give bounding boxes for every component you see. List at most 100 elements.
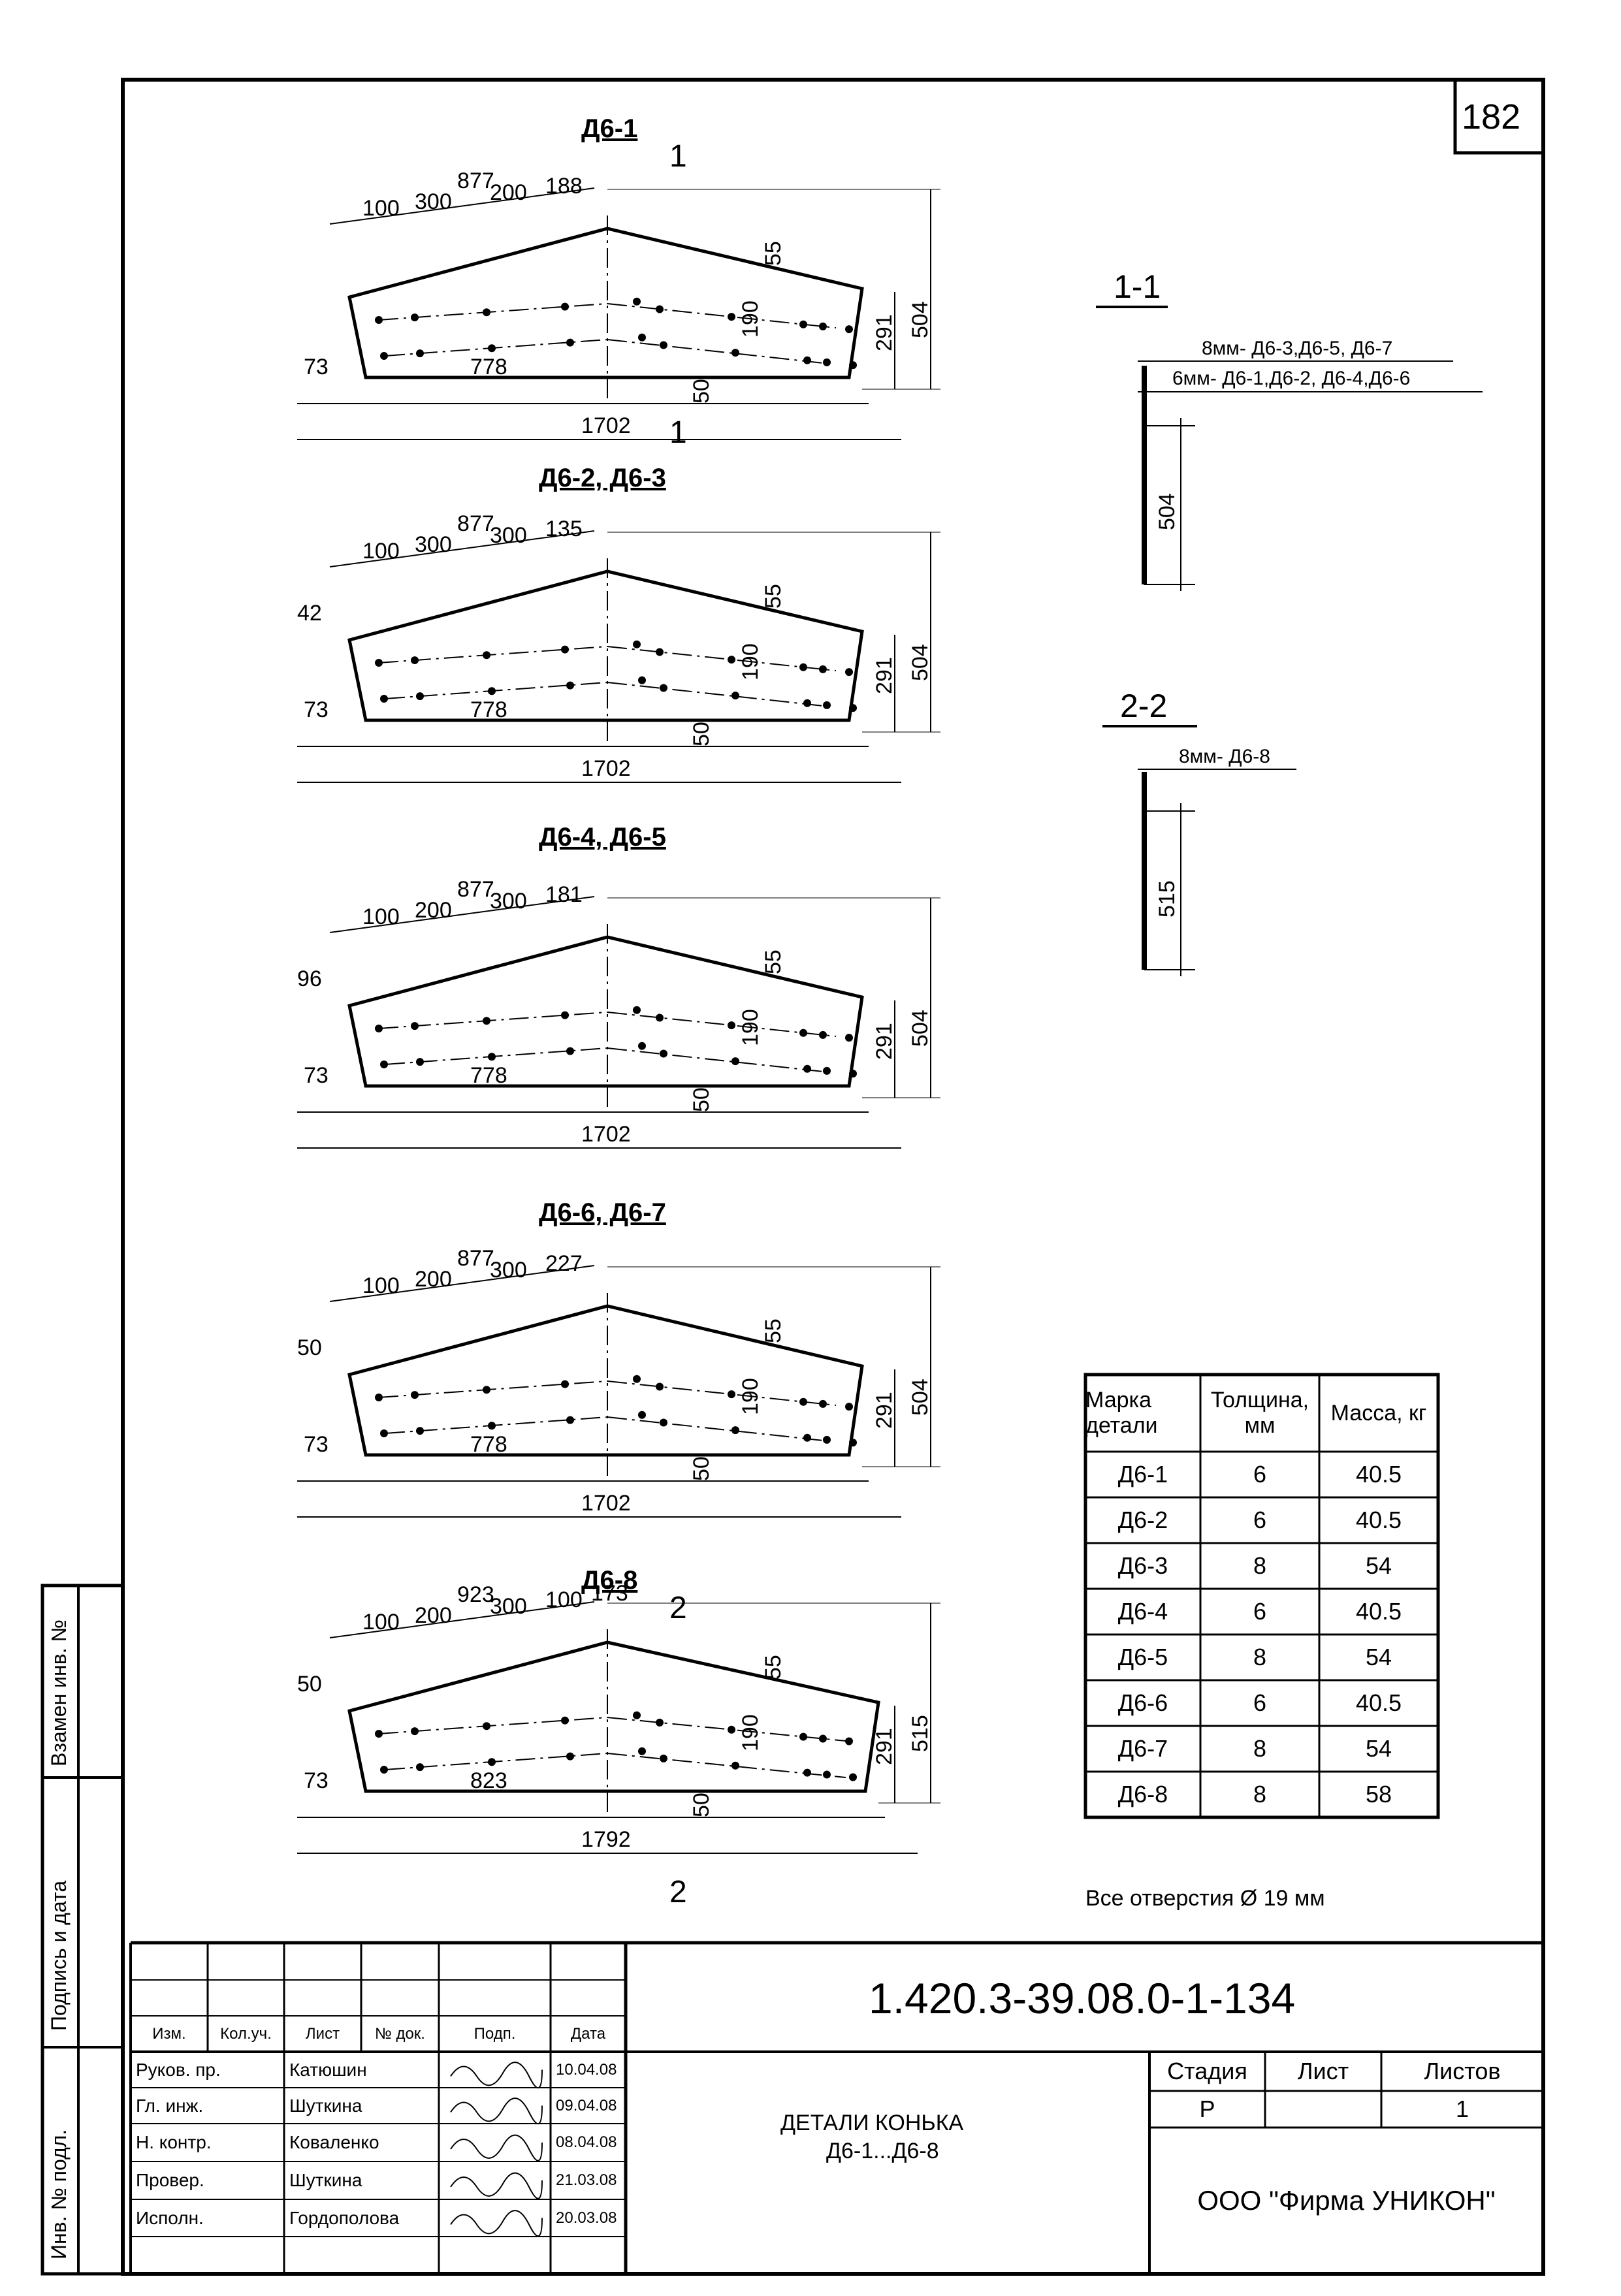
hole-mark [411, 656, 419, 665]
spec-cell-mark: Д6-5 [1117, 1644, 1168, 1670]
dim-bottom: 778 [470, 697, 507, 722]
plate-outline [347, 1304, 864, 1457]
col-header-count: Кол.уч. [220, 2024, 272, 2043]
dim-d: 135 [545, 517, 583, 541]
hole-mark [638, 1747, 646, 1755]
dim-e: 173 [591, 1581, 628, 1606]
sheet-frame [121, 78, 1545, 2276]
signature-scribble [450, 2134, 543, 2161]
drawing-title-1: Д6-1 [581, 114, 638, 143]
hole-mark [660, 1754, 667, 1762]
hole-mark [819, 665, 827, 673]
side-stamp-inventory: Инв. № подл. [47, 2129, 71, 2259]
section-1-1-title: 1-1 [1114, 268, 1161, 305]
staff-role: Н. контр. [136, 2132, 212, 2152]
spec-header-thickness: Толщина, мм [1210, 1388, 1309, 1438]
hole-mark [483, 1386, 490, 1394]
section-mark-1-top: 1 [669, 139, 687, 174]
dim-left-offset: 42 [297, 601, 322, 626]
dim-d: 181 [545, 882, 583, 907]
col-header-signature: Подп. [473, 2024, 516, 2043]
dim-height: 515 [908, 1715, 933, 1752]
hole-mark [819, 1399, 827, 1408]
dim-mid: 190 [738, 1009, 763, 1046]
dim-right-height: 291 [872, 314, 897, 351]
hole-mark [656, 1382, 664, 1391]
dim-a: 100 [362, 904, 400, 929]
hole-mark [819, 1030, 827, 1039]
dim-line-top [329, 187, 595, 225]
spec-cell-thickness: 6 [1253, 1507, 1267, 1533]
dim-c: 300 [490, 1258, 527, 1283]
hole-mark [483, 651, 490, 660]
dim-base: 50 [689, 379, 714, 404]
spec-cell-mass: 54 [1365, 1735, 1392, 1762]
staff-role: Провер. [136, 2170, 204, 2190]
dim-b: 200 [415, 1267, 452, 1292]
hole-mark [823, 1066, 831, 1075]
hole-line-upper-right [607, 646, 837, 671]
dim-total: 1702 [581, 1491, 631, 1516]
staff-name: Шуткина [289, 2095, 362, 2116]
hole-mark [823, 358, 831, 366]
spec-cell-mark: Д6-8 [1117, 1781, 1168, 1808]
spec-cell-mass: 40.5 [1355, 1689, 1402, 1716]
hole-mark [660, 1049, 667, 1058]
hole-mark [561, 1011, 569, 1019]
company-name: ООО "Фирма УНИКОН" [1197, 2185, 1496, 2216]
dim-mid: 190 [738, 643, 763, 680]
spec-cell-mass: 40.5 [1355, 1598, 1402, 1625]
hole-mark [849, 1773, 857, 1781]
col-header-date: Дата [570, 2024, 606, 2043]
section-1-1-height: 504 [1155, 493, 1180, 530]
dim-height: 504 [908, 1379, 933, 1416]
hole-mark [823, 1435, 831, 1444]
hole-mark [845, 325, 853, 334]
signature-scribble [450, 2172, 543, 2199]
hole-mark [566, 1752, 574, 1761]
hole-mark [488, 687, 496, 695]
dim-left-offset: 96 [297, 966, 322, 991]
spec-cell-mark: Д6-1 [1117, 1461, 1168, 1488]
hole-mark [375, 1730, 383, 1738]
hole-mark [633, 297, 641, 306]
hole-mark [561, 1380, 569, 1388]
hole-mark [803, 1064, 811, 1073]
hole-mark [799, 1732, 807, 1741]
hole-mark [561, 645, 569, 654]
drawing-title-2: Д6-2, Д6-3 [539, 464, 666, 492]
dim-c: 200 [490, 180, 527, 205]
section-2-2 [1102, 725, 1296, 976]
dim-edge: 55 [761, 949, 786, 974]
section-1-1-note1: 8мм- Д6-3,Д6-5, Д6-7 [1202, 338, 1393, 359]
hole-mark [633, 640, 641, 648]
hole-mark [638, 1411, 646, 1419]
spec-cell-mark: Д6-2 [1117, 1507, 1168, 1533]
hole-mark [416, 1427, 424, 1435]
hole-mark [633, 1006, 641, 1014]
hole-mark [731, 1426, 739, 1435]
hole-mark [561, 1716, 569, 1725]
hole-line-upper-right [607, 1012, 837, 1037]
spec-cell-thickness: 8 [1253, 1735, 1267, 1762]
hole-mark [660, 1418, 667, 1427]
hole-mark [638, 333, 646, 342]
hole-mark [416, 349, 424, 358]
dim-d: 188 [545, 174, 583, 199]
sheet-value [1265, 2091, 1381, 2128]
staff-name: Гордополова [289, 2207, 400, 2228]
hole-mark [803, 1768, 811, 1777]
drawing-title-line2: Д6-1...Д6-8 [826, 2139, 939, 2163]
hole-mark [566, 1416, 574, 1424]
section-2-2-title: 2-2 [1120, 688, 1168, 724]
dim-b: 200 [415, 898, 452, 923]
hole-mark [660, 684, 667, 692]
dim-bottom: 778 [470, 1063, 507, 1088]
sheets-value: 1 [1455, 2096, 1469, 2122]
hole-line-upper-right [607, 303, 837, 328]
hole-mark [416, 692, 424, 701]
dim-base: 50 [689, 1456, 714, 1481]
col-header-sheet: Лист [305, 2024, 340, 2043]
hole-mark [823, 1770, 831, 1779]
